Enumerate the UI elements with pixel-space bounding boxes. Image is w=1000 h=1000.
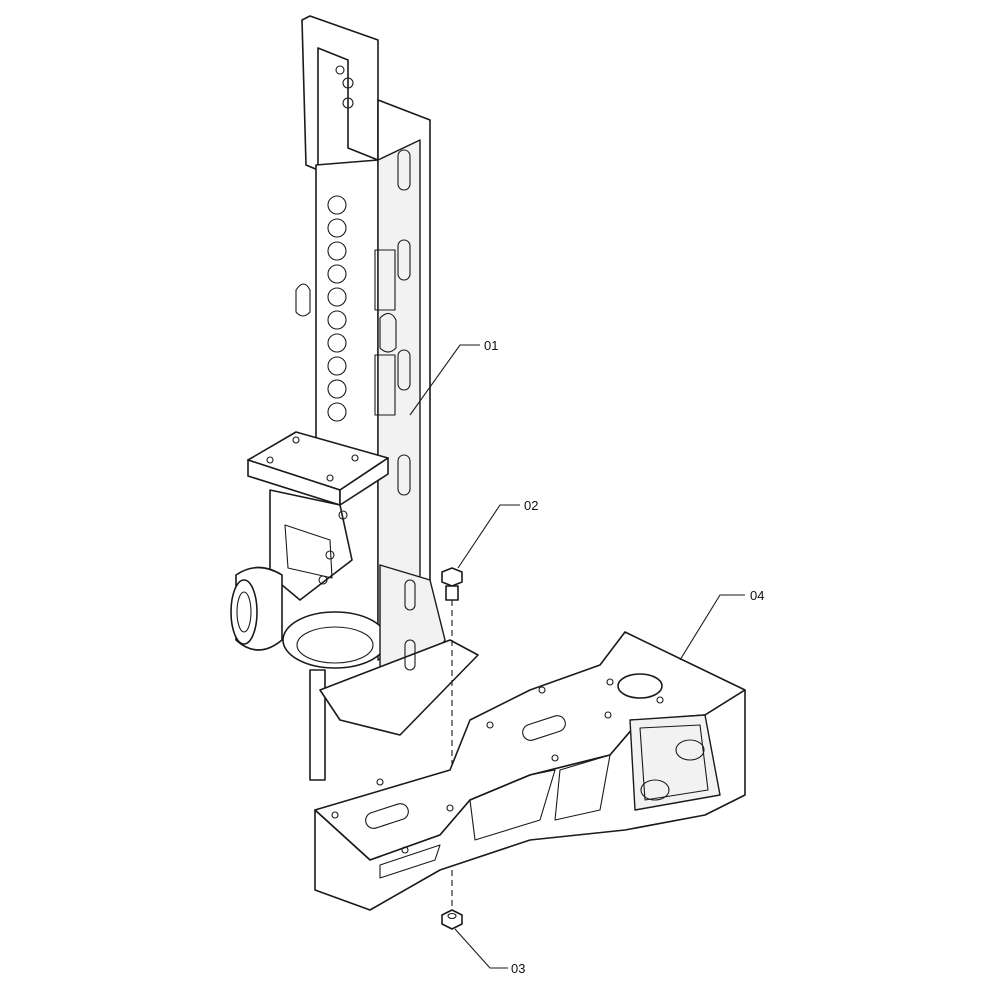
bolt-part-02: 02: [441, 498, 538, 915]
flange-slot: [397, 454, 411, 496]
rack-hole: [335, 65, 345, 75]
lock-pin-left: [295, 283, 311, 317]
rack-hole: [342, 97, 354, 109]
lock-pin-right: [379, 312, 397, 353]
jack-column-part-01: 01: [230, 15, 498, 781]
callout-03: 03: [511, 961, 525, 976]
leader-01: [409, 344, 480, 416]
nut-part-03: 03: [441, 909, 525, 976]
leader-03: [454, 928, 508, 969]
inner-leg: [309, 669, 326, 781]
bracket-top-slot: [522, 715, 566, 741]
rack-hole: [342, 77, 354, 89]
carriage-top-plate-side: [339, 457, 389, 506]
flange-window: [374, 354, 396, 416]
leader-04: [679, 594, 745, 661]
crank-knob-face: [230, 579, 258, 645]
base-foot-plate: [319, 639, 479, 736]
column-front-face: [315, 159, 379, 471]
bracket-top-hole: [617, 673, 663, 699]
flange-slot: [397, 239, 411, 281]
flange-slot: [397, 149, 411, 191]
bracket-top-slot: [365, 803, 409, 829]
column-hole-row: [327, 195, 347, 422]
bracket-side-cutout: [554, 754, 611, 821]
bracket-slot: [379, 844, 441, 879]
bracket-end-box: [629, 714, 721, 811]
jack-top-rack: [301, 15, 379, 171]
callout-01: 01: [484, 338, 498, 353]
leader-02: [457, 504, 520, 569]
flange-window: [374, 249, 396, 311]
bolt-shank: [445, 585, 459, 601]
callout-04: 04: [750, 588, 764, 603]
callout-02: 02: [524, 498, 538, 513]
bracket-side-cutout: [469, 769, 556, 841]
bolt-head: [441, 567, 463, 587]
flange-slot: [397, 349, 411, 391]
mount-bracket-part-04: 04: [314, 588, 764, 911]
flange-nut: [441, 909, 463, 930]
